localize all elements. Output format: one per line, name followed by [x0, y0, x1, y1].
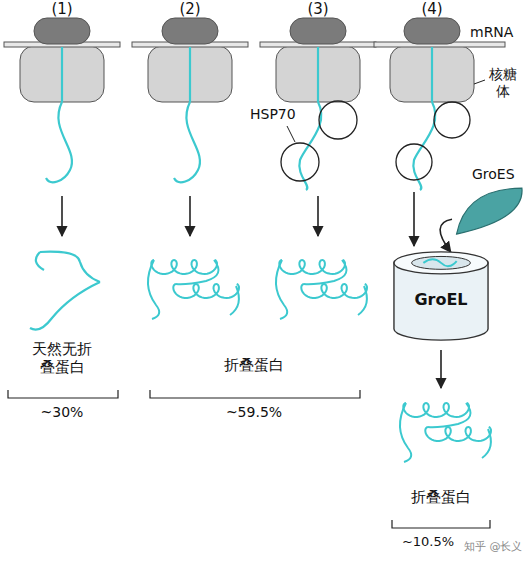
label: 天然无折叠蛋白: [31, 340, 94, 376]
alpha-helix: [151, 260, 217, 274]
ribosome-small-subunit: [34, 18, 90, 44]
alpha-helix: [173, 284, 239, 298]
nascent-chain: [317, 47, 319, 102]
leader-lines: [287, 80, 485, 142]
brackets: [8, 390, 490, 528]
label: 折叠蛋白: [411, 488, 471, 506]
ribosome-large-subunit: [390, 46, 474, 102]
protein-loop: [400, 403, 491, 462]
alpha-helix: [301, 284, 367, 298]
watermark: 知乎 @长义: [464, 540, 523, 553]
alpha-helix: [403, 403, 469, 417]
nascent-chain: [61, 47, 63, 102]
arrows: [62, 192, 441, 388]
ribosome-large-subunit: [148, 46, 232, 102]
label: 核糖体: [488, 66, 519, 100]
alpha-helix: [425, 427, 491, 441]
alpha-helix: [279, 260, 345, 274]
label: ~10.5%: [402, 534, 454, 550]
label: ~30%: [41, 404, 84, 421]
nascent-chain: [431, 47, 433, 102]
panel-number: (2): [179, 0, 200, 18]
ribosome-large-subunit: [20, 46, 104, 102]
panel-number: (3): [307, 0, 328, 18]
label: ~59.5%: [226, 404, 282, 421]
ribosome-small-subunit: [404, 18, 460, 44]
ribosome-small-subunit: [162, 18, 218, 44]
panel-number: (4): [421, 0, 442, 18]
nascent-chain: [189, 47, 191, 102]
protein-loop: [276, 260, 367, 319]
panel-number: (1): [51, 0, 72, 18]
groel-cylinder: GroEL: [392, 250, 490, 342]
label: 折叠蛋白: [224, 356, 284, 374]
polypeptide-chains: [30, 102, 435, 330]
curved-arrow: [440, 219, 452, 252]
ribosome-small-subunit: [290, 18, 346, 44]
node-label: GroEL: [392, 250, 490, 309]
groes-cap: GroES: [452, 166, 528, 240]
label: HSP70: [250, 106, 296, 123]
node-label: GroES: [452, 166, 528, 182]
ribosomes: [4, 18, 505, 102]
hsp70-circles: [281, 101, 470, 181]
label: mRNA: [470, 24, 513, 41]
ribosome-large-subunit: [276, 46, 360, 102]
protein-loop: [148, 260, 239, 319]
